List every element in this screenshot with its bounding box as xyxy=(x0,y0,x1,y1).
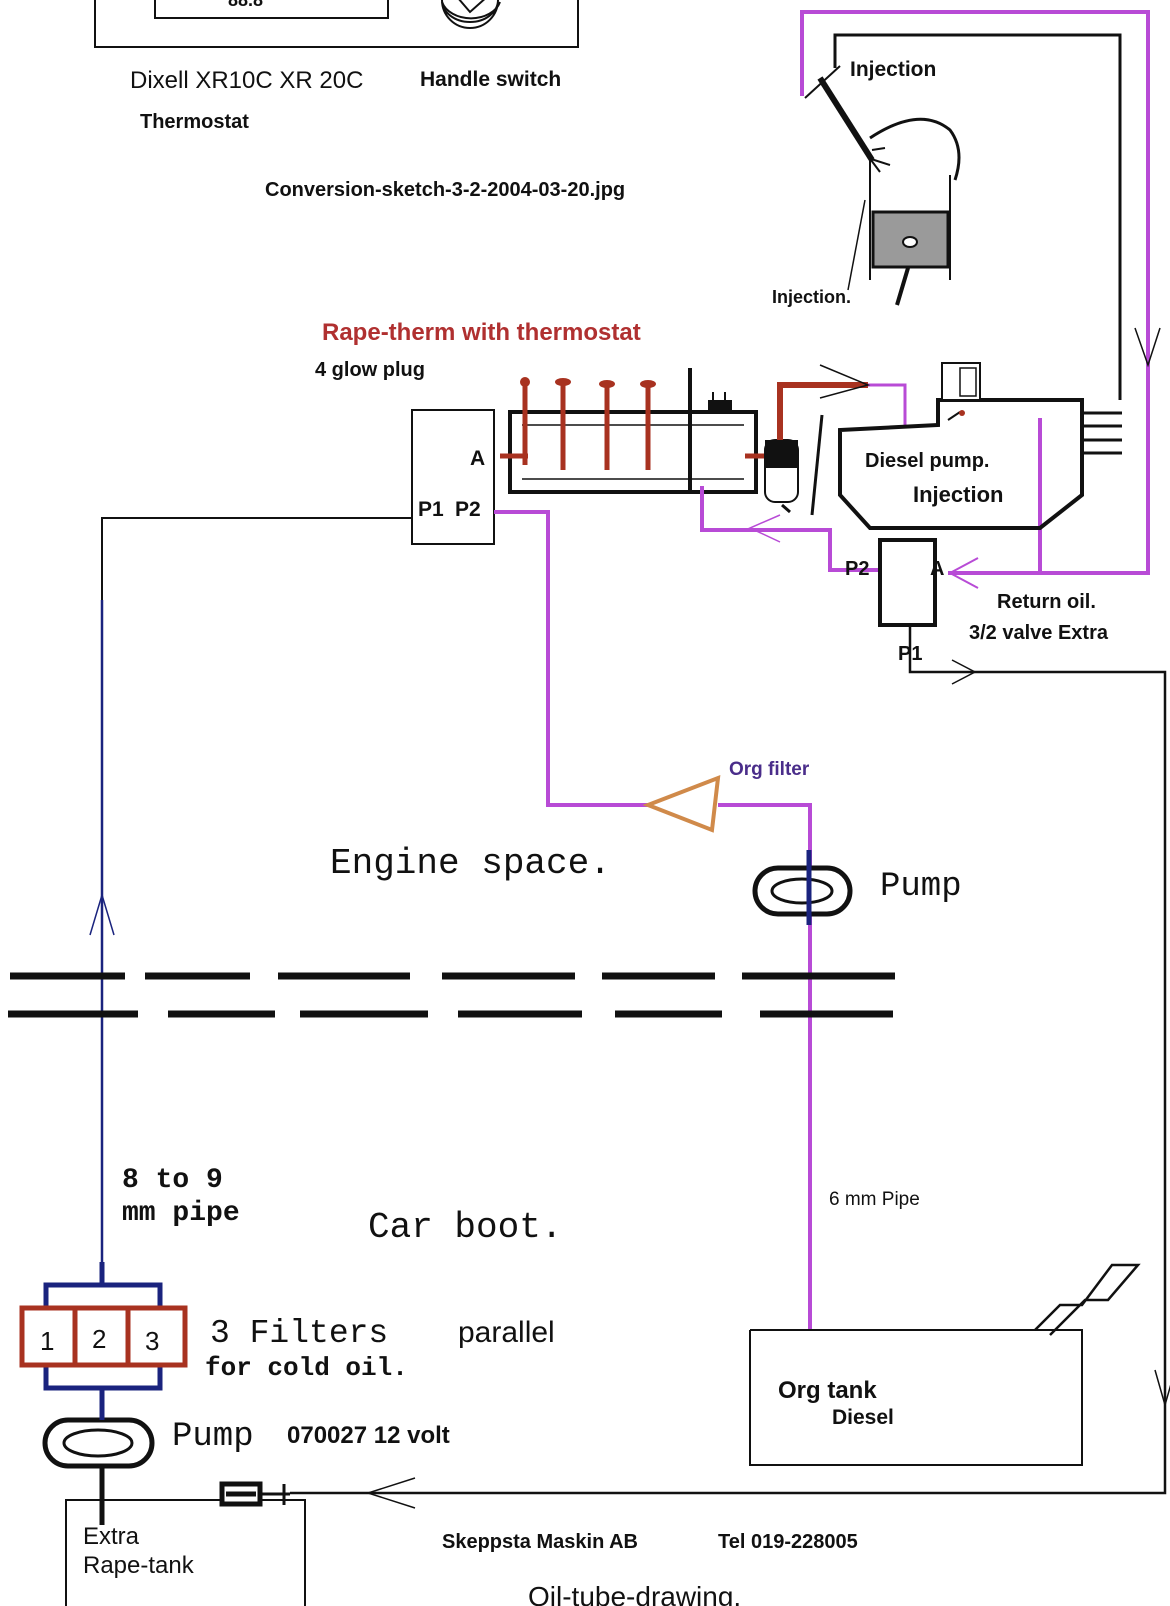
thermostat-panel: 88.8 xyxy=(94,0,579,48)
dixell-label: Dixell XR10C XR 20C xyxy=(130,67,363,94)
heater-thermostat-sensor xyxy=(708,400,732,410)
org-tank-filler-neck xyxy=(1034,1263,1141,1336)
filename-label: Conversion-sketch-3-2-2004-03-20.jpg xyxy=(265,179,625,201)
pipe-purple-return-right xyxy=(800,10,1150,575)
pump-bottom-label: Pump xyxy=(172,1418,254,1456)
thermostat-label: Thermostat xyxy=(140,111,249,133)
filter-3-label: 3 xyxy=(145,1326,159,1356)
pipe-6mm-label: 6 mm Pipe xyxy=(829,1189,920,1210)
car-boot-label: Car boot. xyxy=(368,1207,562,1248)
extra-rape-tank xyxy=(65,1481,306,1606)
pipe-black-return-to-rape-tank xyxy=(290,625,1167,1495)
valve-right-port-p2: P2 xyxy=(845,558,869,580)
pipe-purple-filter-return xyxy=(700,486,880,572)
handle-switch-icon xyxy=(441,0,501,29)
piston-pin xyxy=(902,236,918,248)
return-oil-label: Return oil. xyxy=(997,591,1096,613)
pipe-black-p1-left xyxy=(101,517,412,600)
org-filter-icon xyxy=(642,774,721,833)
filters-label-line2: for cold oil. xyxy=(205,1353,408,1383)
pipe-8-9-label-line1: 8 to 9 xyxy=(122,1165,223,1196)
injection-top-label: Injection xyxy=(850,58,936,81)
engine-space-label: Engine space. xyxy=(330,843,611,884)
filters-label-line1: 3 Filters xyxy=(210,1315,388,1352)
valve-left xyxy=(411,409,495,545)
thermostat-display xyxy=(154,0,389,19)
valve-left-port-p2: P2 xyxy=(455,498,481,521)
valve-right-port-a: A xyxy=(930,558,944,580)
handle-switch-label: Handle switch xyxy=(420,68,561,91)
rape-therm-title: Rape-therm with thermostat xyxy=(322,319,641,346)
pipe-purple-p2-left xyxy=(494,510,648,807)
org-tank xyxy=(749,1263,1141,1466)
valve-left-port-p1: P1 xyxy=(418,498,444,521)
extra-tank-label-line1: Extra xyxy=(83,1523,140,1550)
piston xyxy=(871,210,950,269)
rape-therm-heater xyxy=(500,368,770,494)
pump-spec-label: 070027 12 volt xyxy=(287,1422,450,1449)
valve-right-label: 3/2 valve Extra xyxy=(969,622,1109,644)
pump-top-icon xyxy=(752,850,853,925)
diesel-pump xyxy=(810,362,1122,530)
filter-2-label: 2 xyxy=(92,1324,106,1354)
glow-plugs xyxy=(520,377,656,470)
valve-right xyxy=(878,538,937,627)
pump-bottom-icon xyxy=(42,1417,155,1469)
injection-mid-label: Injection. xyxy=(772,287,851,307)
drawing-title: Oil-tube-drawing. xyxy=(528,1581,741,1606)
company-label: Skeppsta Maskin AB xyxy=(442,1531,638,1553)
org-tank-label: Org tank xyxy=(778,1377,877,1404)
pipe-8-9-label-line2: mm pipe xyxy=(122,1198,240,1229)
org-filter-label: Org filter xyxy=(729,759,810,780)
pipe-purple-org-supply xyxy=(718,803,812,1330)
extra-tank-label-line2: Rape-tank xyxy=(83,1552,195,1579)
parallel-filters xyxy=(19,1282,188,1391)
filters-parallel-label: parallel xyxy=(458,1316,555,1349)
glow-plug-label: 4 glow plug xyxy=(315,359,425,381)
injector-nozzle xyxy=(817,76,875,162)
injection-pump-label: Injection xyxy=(913,482,1003,507)
pump-top-label: Pump xyxy=(880,868,962,906)
diesel-label: Diesel xyxy=(832,1406,894,1429)
engine-boot-divider xyxy=(8,972,895,1018)
phone-label: Tel 019-228005 xyxy=(718,1531,858,1553)
diesel-pump-label: Diesel pump. xyxy=(865,450,989,472)
filter-1-label: 1 xyxy=(40,1326,54,1356)
valve-left-port-a: A xyxy=(470,447,485,470)
engine-cylinder xyxy=(804,65,961,306)
diesel-pump-outlets xyxy=(1082,411,1122,455)
display-readout: 88.8 xyxy=(228,0,263,10)
connecting-rod xyxy=(895,267,910,306)
pipe-black-injection-right xyxy=(833,33,1122,400)
